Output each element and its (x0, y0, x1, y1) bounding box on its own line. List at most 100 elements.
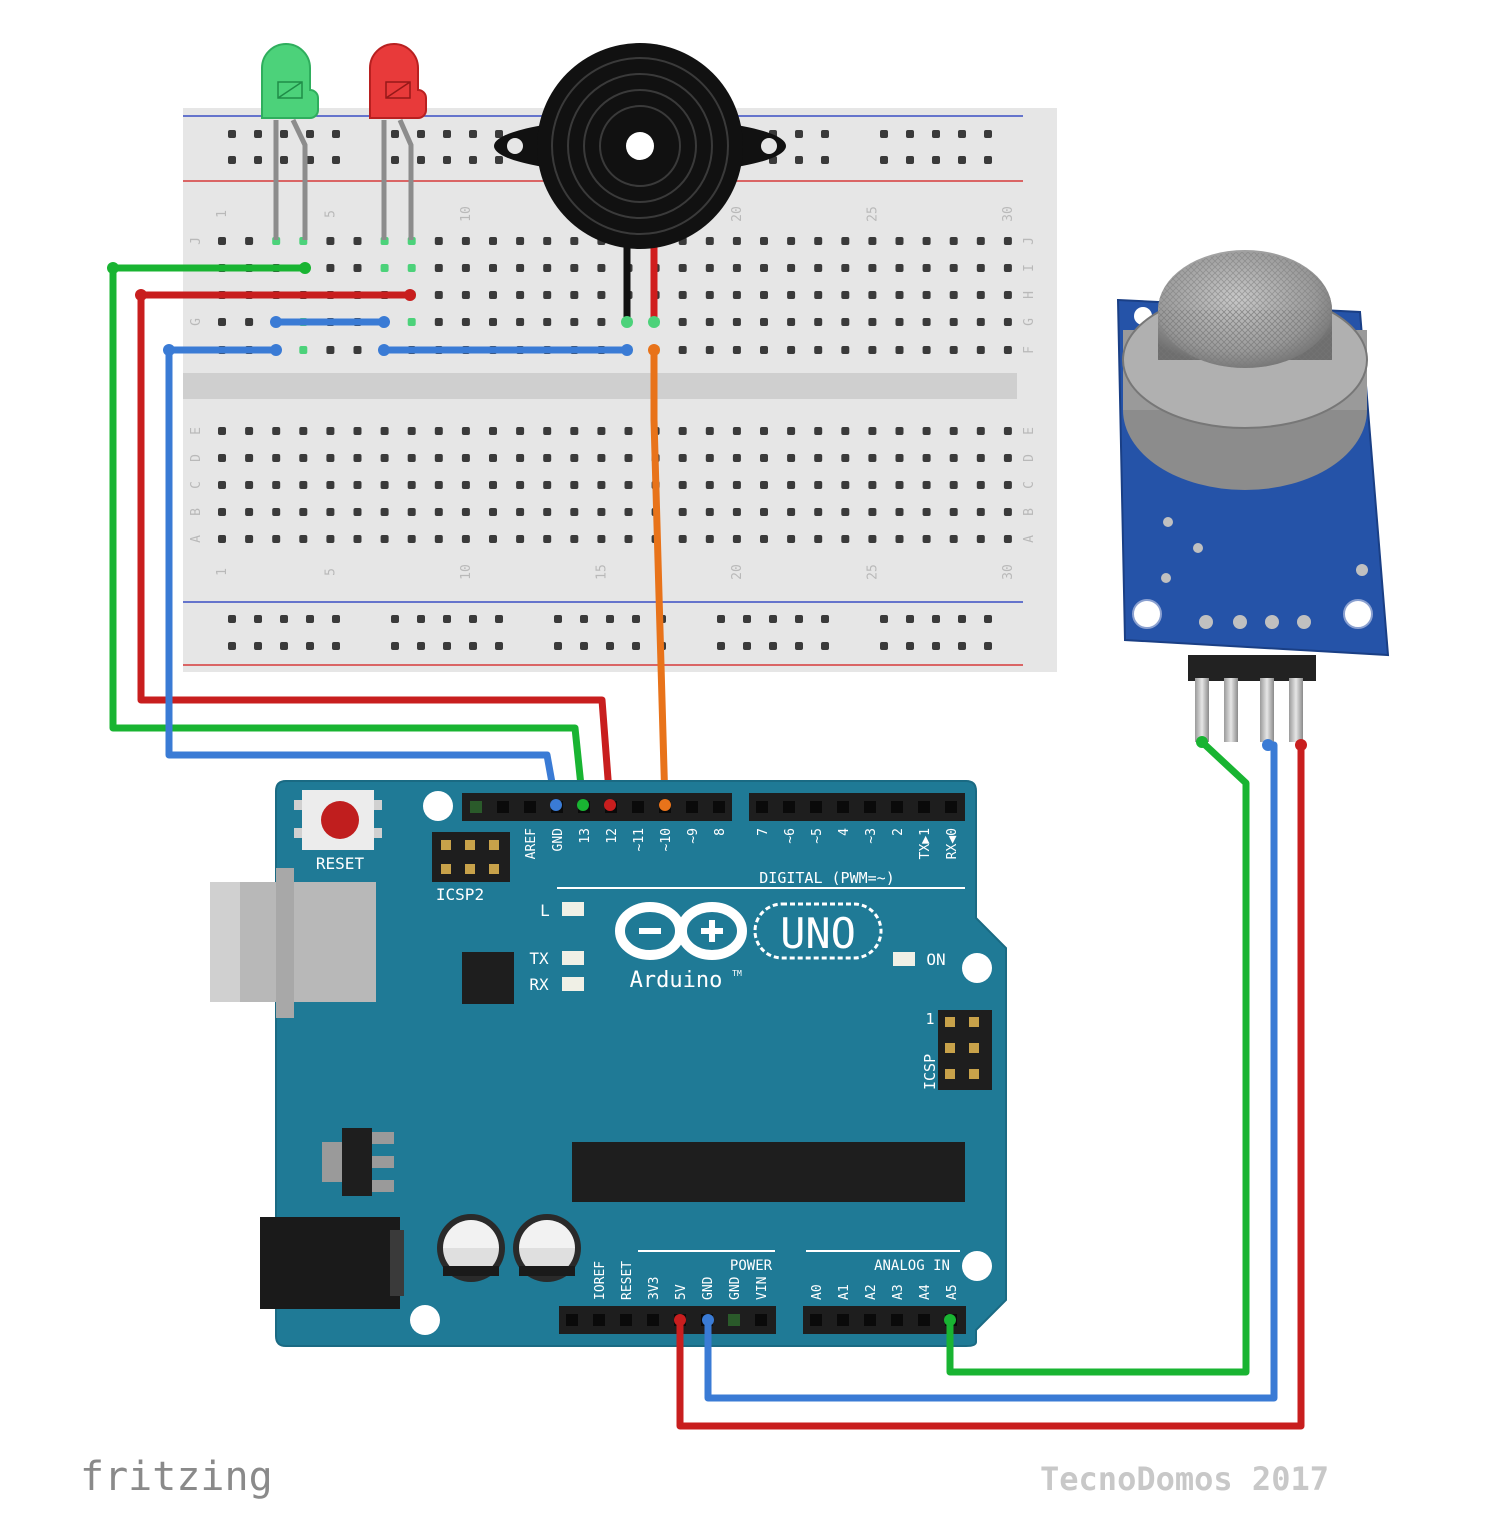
power-header-hole[interactable] (728, 1314, 740, 1326)
rail-hole (906, 156, 914, 164)
digital-pin-label: 13 (578, 828, 593, 844)
digital-header-hole[interactable] (686, 801, 698, 813)
breadboard-row-letter: J (1022, 237, 1037, 245)
breadboard-hole (1003, 508, 1012, 516)
rail-hole (495, 156, 503, 164)
rail-hole (932, 615, 940, 623)
digital-header-hole[interactable] (713, 801, 725, 813)
breadboard-col-number: 30 (1001, 564, 1016, 580)
rail-hole (443, 130, 451, 138)
icsp-pin (969, 1069, 979, 1079)
regulator-lead-1 (372, 1132, 394, 1144)
breadboard-hole (841, 454, 850, 462)
sensor-mesh-side-texture (1158, 310, 1332, 360)
breadboard-hole (732, 318, 741, 326)
wire-endpoint (404, 289, 416, 301)
rail-hole (417, 642, 425, 650)
digital-header-hole[interactable] (918, 801, 930, 813)
rail-hole (821, 130, 829, 138)
icsp2-pin (441, 864, 451, 874)
analog-pin-label: A0 (810, 1284, 825, 1300)
digital-pin-label: AREF (524, 828, 539, 859)
rail-hole (795, 642, 803, 650)
breadboard-hole (407, 264, 416, 272)
digital-header-hole[interactable] (945, 801, 957, 813)
digital-header-hole[interactable] (891, 801, 903, 813)
breadboard-col-number: 25 (865, 564, 880, 580)
breadboard-hole (461, 318, 470, 326)
green-led-die (277, 81, 303, 99)
breadboard-hole (597, 318, 606, 326)
analog-header-hole[interactable] (864, 1314, 876, 1326)
breadboard-hole (461, 454, 470, 462)
digital-label: DIGITAL (PWM=~) (759, 869, 894, 887)
digital-header-hole[interactable] (810, 801, 822, 813)
analog-header-hole[interactable] (891, 1314, 903, 1326)
breadboard-hole (976, 264, 985, 272)
breadboard-hole (218, 508, 226, 516)
breadboard-row-letter: I (1022, 264, 1037, 272)
breadboard-hole (326, 427, 335, 435)
led-rx (562, 977, 584, 991)
power-header-hole[interactable] (755, 1314, 767, 1326)
power-header-hole[interactable] (620, 1314, 632, 1326)
breadboard-hole (895, 318, 904, 326)
breadboard-hole (380, 508, 389, 516)
breadboard-hole (760, 481, 768, 489)
breadboard-hole (516, 427, 525, 435)
breadboard-hole (814, 481, 823, 489)
breadboard-hole (299, 535, 308, 543)
power-header-hole[interactable] (647, 1314, 659, 1326)
breadboard-hole (245, 481, 254, 489)
wire-endpoint (378, 344, 390, 356)
voltage-regulator (342, 1128, 372, 1196)
rail-hole (254, 615, 262, 623)
breadboard-hole (570, 318, 579, 326)
power-label: POWER (730, 1258, 773, 1274)
breadboard-hole (705, 291, 714, 299)
breadboard-hole (543, 454, 552, 462)
rail-hole (795, 156, 803, 164)
digital-header-hole[interactable] (497, 801, 509, 813)
breadboard-hole (949, 481, 958, 489)
breadboard-hole (678, 318, 687, 326)
wire-endpoint (378, 316, 390, 328)
breadboard-row-letter: D (1022, 454, 1037, 462)
digital-header-hole[interactable] (756, 801, 768, 813)
digital-header-hole[interactable] (864, 801, 876, 813)
digital-header-hole[interactable] (524, 801, 536, 813)
breadboard-hole (245, 427, 254, 435)
rail-hole (306, 642, 314, 650)
analog-header-hole[interactable] (837, 1314, 849, 1326)
analog-header-hole[interactable] (918, 1314, 930, 1326)
breadboard-hole (922, 535, 931, 543)
digital-pin-label: GND (551, 828, 566, 852)
capacitor-1-top (443, 1220, 499, 1248)
power-header-hole[interactable] (566, 1314, 578, 1326)
breadboard-hole (760, 508, 768, 516)
led-l (562, 902, 584, 916)
power-header-hole[interactable] (593, 1314, 605, 1326)
rail-hole (906, 642, 914, 650)
digital-header-hole[interactable] (783, 801, 795, 813)
digital-header-hole[interactable] (632, 801, 644, 813)
analog-pin-label: A1 (837, 1284, 852, 1300)
digital-header-hole[interactable] (470, 801, 482, 813)
breadboard-hole (516, 291, 525, 299)
breadboard-hole (597, 508, 606, 516)
breadboard-hole (868, 427, 877, 435)
breadboard-hole (760, 318, 768, 326)
red-led (369, 43, 427, 240)
digital-header-hole[interactable] (837, 801, 849, 813)
breadboard-hole (570, 535, 579, 543)
rail-hole (280, 130, 288, 138)
wires-upper (109, 264, 669, 809)
digital-pin-label: 7 (756, 828, 771, 836)
digital-pin-label: ~6 (783, 828, 798, 844)
led-l-label: L (540, 901, 550, 920)
analog-header-hole[interactable] (810, 1314, 822, 1326)
reset-button[interactable] (321, 801, 359, 839)
breadboard-hole (868, 508, 877, 516)
breadboard-hole (570, 481, 579, 489)
breadboard-hole (705, 427, 714, 435)
